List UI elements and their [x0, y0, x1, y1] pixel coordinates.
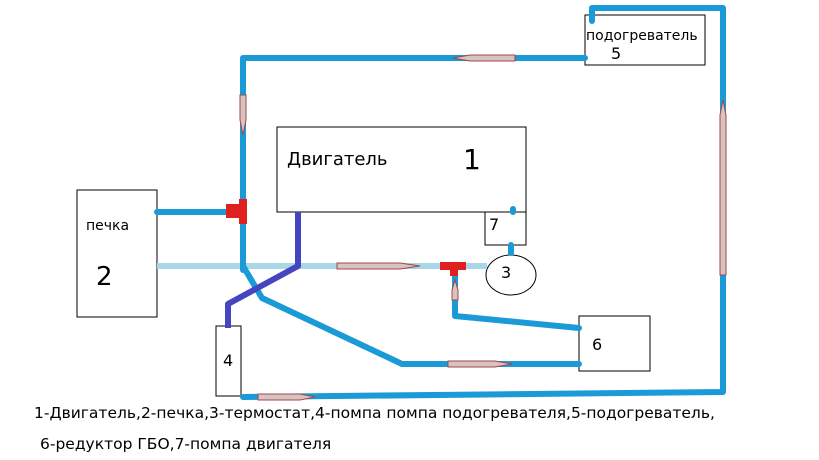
engine-pump-number: 7 [489, 215, 500, 234]
engine-number: 1 [463, 143, 481, 176]
gbo-reducer-box [578, 315, 651, 372]
tee-thermostat-bar [440, 262, 466, 270]
gbo-reducer-number: 6 [592, 335, 603, 354]
heater-label: подогреватель [586, 28, 698, 44]
tee-pechka-left [226, 204, 240, 218]
pechka-label: печка [86, 218, 130, 234]
engine-label: Двигатель [287, 149, 388, 170]
tee-thermostat-stem [450, 269, 458, 276]
flow-arrow-reducer-return-up [451, 278, 459, 301]
pechka-box [76, 189, 158, 318]
thermostat-number: 3 [501, 263, 512, 282]
tee-pechka-bar [239, 199, 247, 224]
heater-number: 5 [611, 44, 622, 63]
flow-arrow-reducer-feed [447, 360, 513, 368]
heater-box [584, 14, 706, 66]
flow-arrow-return-pipe [336, 262, 421, 270]
flow-arrow-heater-top [452, 54, 516, 62]
flow-arrow-left-down [239, 94, 247, 136]
engine-pump-box [484, 211, 527, 246]
pipe-heater-pump [225, 212, 301, 328]
pipe-heater-outlet [240, 5, 726, 400]
flow-arrow-bottom [257, 393, 316, 401]
legend-line-1: 1-Двигатель,2-печка,3-термостат,4-помпа … [34, 404, 715, 422]
legend-line-2: 6-редуктор ГБО,7-помпа двигателя [40, 435, 332, 453]
heater-pump-number: 4 [223, 351, 234, 370]
flow-arrow-right-up [719, 99, 727, 276]
engine-box [276, 126, 527, 213]
pechka-number: 2 [96, 262, 113, 292]
